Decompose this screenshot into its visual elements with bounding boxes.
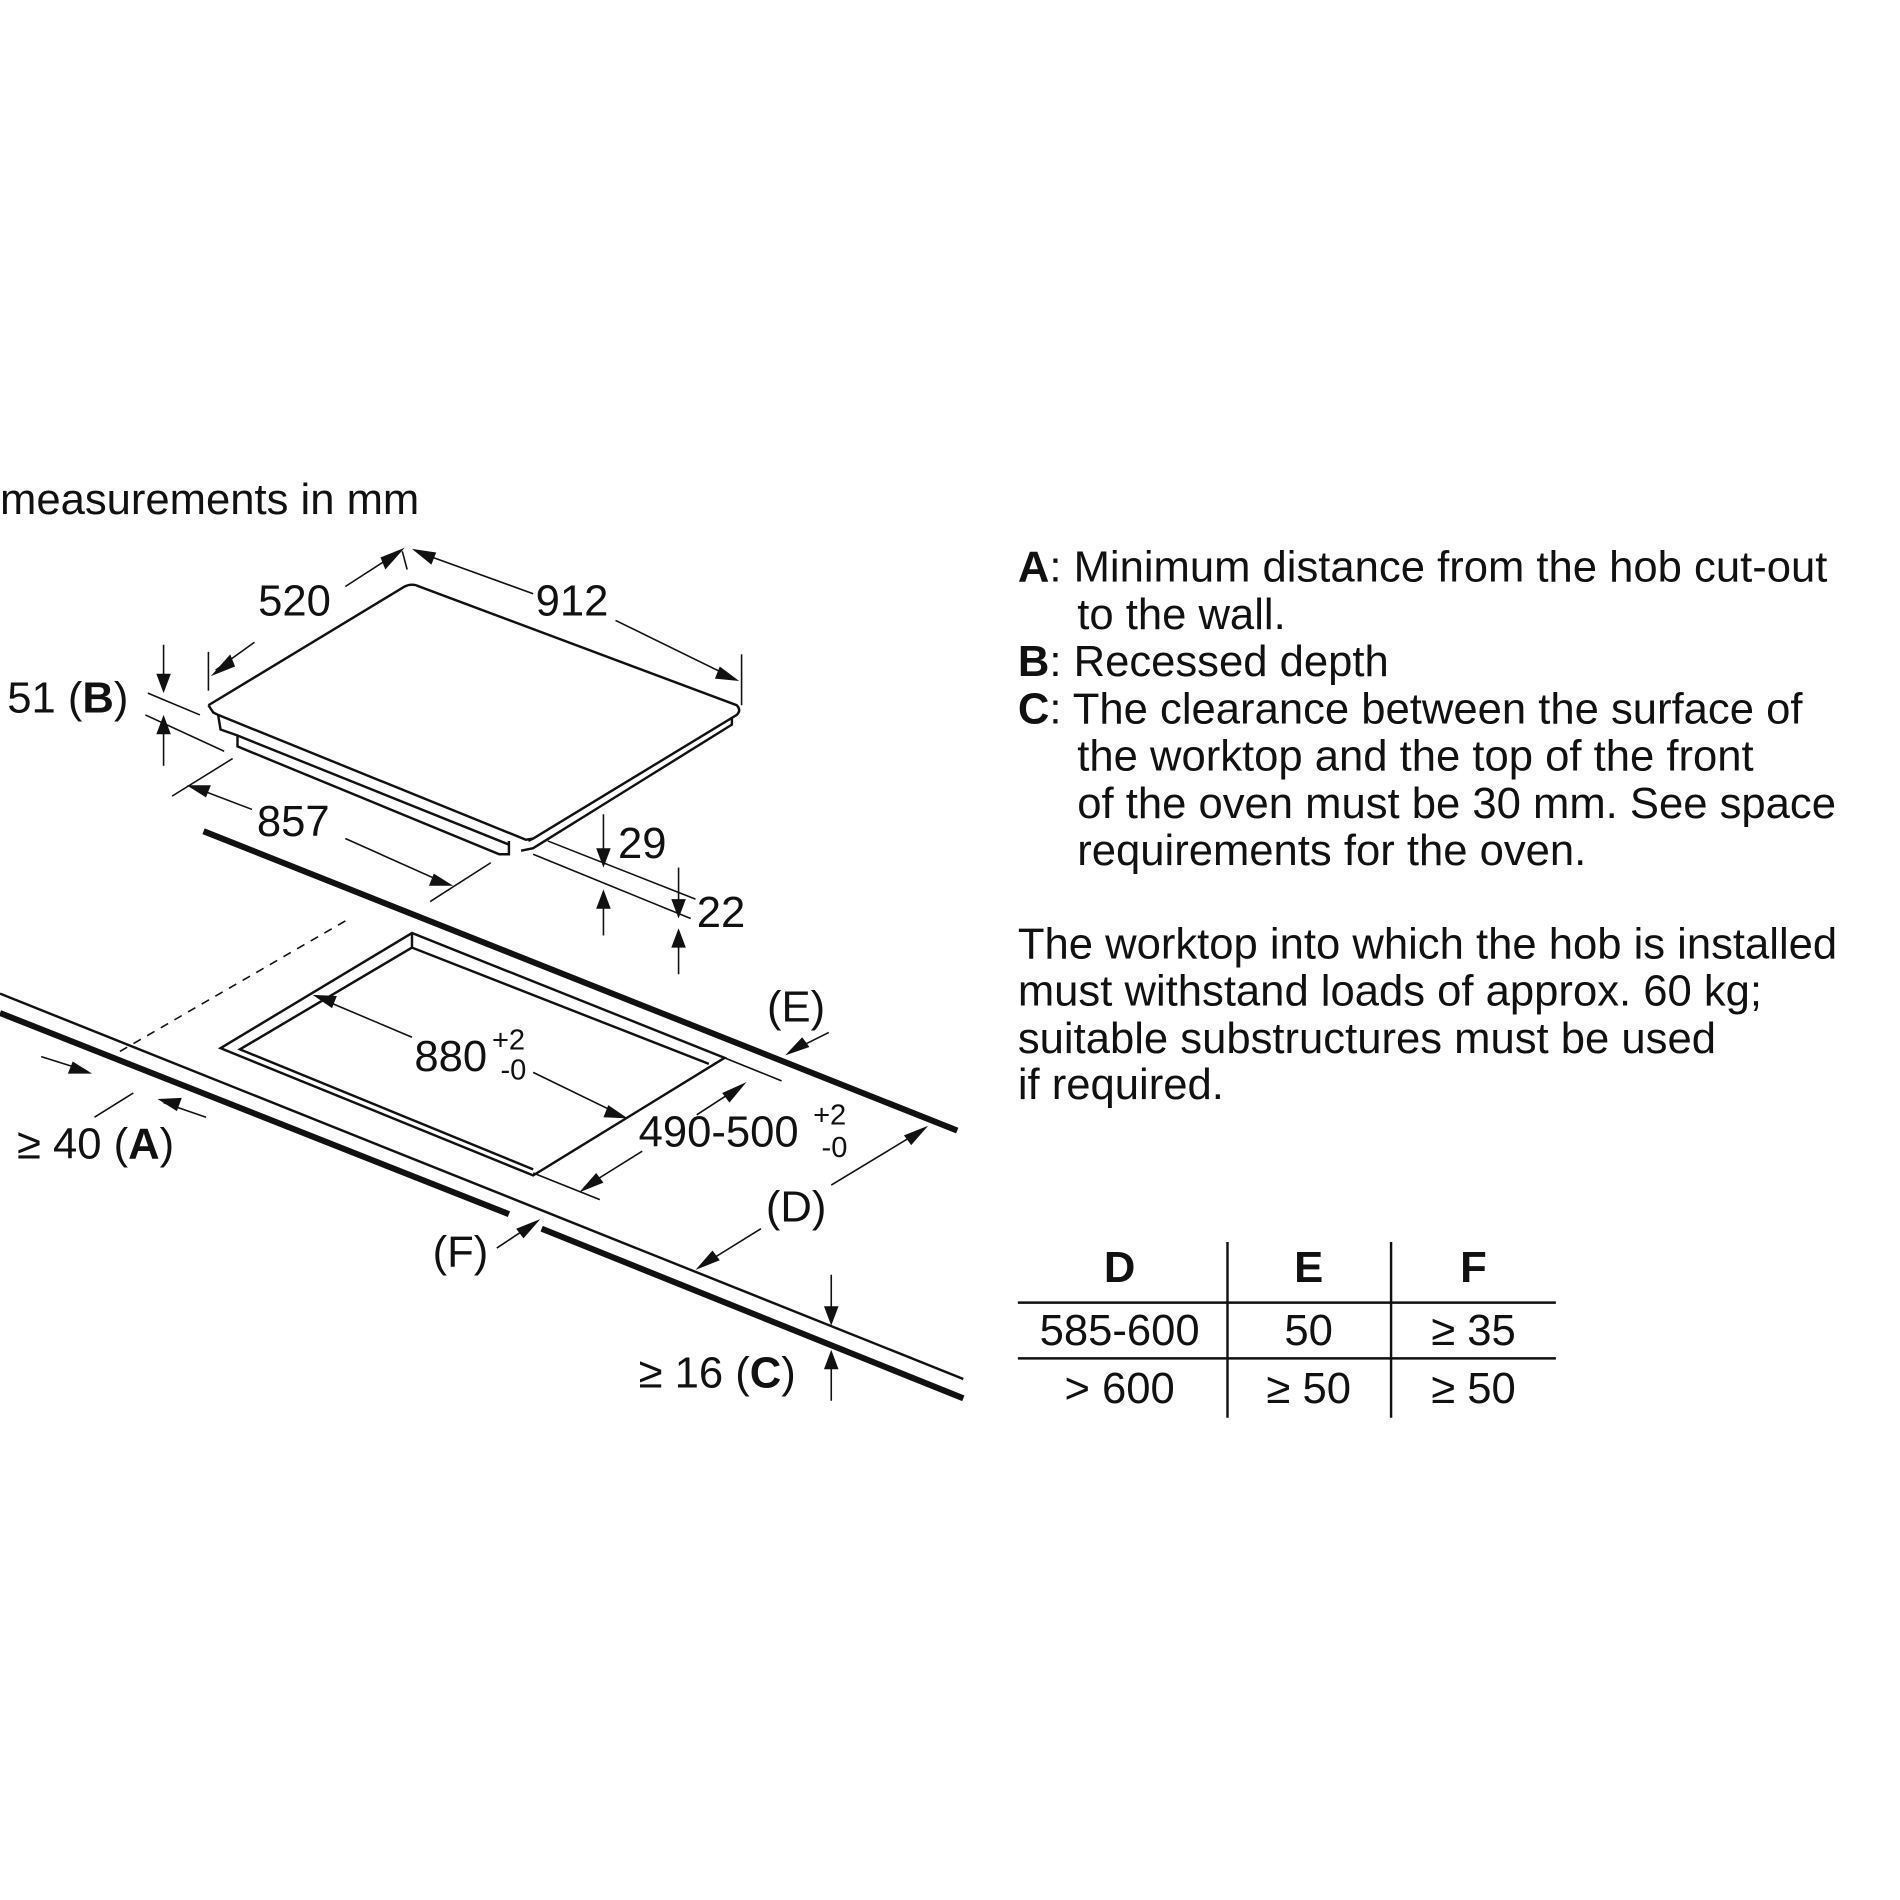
tol-minus-1: -0 xyxy=(500,1055,526,1087)
table-header-f: F xyxy=(1460,1244,1487,1292)
clearance-table: D E F 585-600 50 ≥ 35 > 600 ≥ 50 ≥ 50 xyxy=(1017,1242,1556,1418)
dim-wall-min: ≥ 40 (A) xyxy=(17,1120,174,1168)
label-e: (E) xyxy=(767,983,825,1031)
table-cell: > 600 xyxy=(1064,1365,1174,1413)
svg-text:if required.: if required. xyxy=(1018,1061,1224,1109)
table-cell: ≥ 50 xyxy=(1266,1365,1351,1413)
legend-b: B: Recessed depth xyxy=(1018,638,1389,686)
hob-top-surface xyxy=(207,583,741,843)
legend: A: Minimum distance from the hob cut-out… xyxy=(1018,544,1836,876)
worktop-front-edge-right xyxy=(540,1225,965,1402)
tol-plus-2: +2 xyxy=(813,1099,846,1131)
table-cell: 50 xyxy=(1284,1307,1333,1355)
table-header-d: D xyxy=(1104,1244,1136,1292)
table-header-e: E xyxy=(1294,1244,1323,1292)
legend-c: C: The clearance between the surface of xyxy=(1018,685,1804,733)
legend-c-line3: of the oven must be 30 mm. See space xyxy=(1077,780,1836,828)
hob-drawing xyxy=(207,583,741,856)
dim-recess: 51 (B) xyxy=(7,675,128,723)
dim-clearance-min: ≥ 16 (C) xyxy=(639,1349,796,1397)
label-f: (F) xyxy=(433,1228,489,1276)
dim-cutout-depth: 490-500 xyxy=(639,1108,799,1156)
legend-c-line4: requirements for the oven. xyxy=(1077,827,1586,875)
dim-inner-width: 857 xyxy=(257,798,330,846)
dim-depth: 520 xyxy=(258,578,331,626)
worktop-drawing xyxy=(0,828,965,1402)
worktop-front-top-edge xyxy=(0,992,964,1381)
hob-body xyxy=(216,714,511,856)
load-note: The worktop into which the hob is instal… xyxy=(1018,920,1837,1109)
tol-minus-2: -0 xyxy=(822,1132,848,1164)
svg-text:must withstand loads of approx: must withstand loads of approx. 60 kg; xyxy=(1018,968,1762,1016)
dim-cutout-width: 880 xyxy=(414,1033,487,1081)
dimension-lines xyxy=(145,547,743,975)
units-label: measurements in mm xyxy=(0,476,419,524)
dim-height-29: 29 xyxy=(618,820,667,868)
svg-text:suitable substructures must be: suitable substructures must be used xyxy=(1018,1015,1716,1063)
table-cell: 585-600 xyxy=(1040,1307,1200,1355)
dim-width: 912 xyxy=(536,578,609,626)
worktop-back-edge xyxy=(202,828,959,1134)
tol-plus-1: +2 xyxy=(492,1024,525,1056)
worktop-front-edge-left xyxy=(0,1010,511,1217)
label-d: (D) xyxy=(766,1183,827,1231)
legend-a: A: Minimum distance from the hob cut-out xyxy=(1018,544,1828,592)
legend-c-line2: the worktop and the top of the front xyxy=(1077,733,1753,781)
hob-side xyxy=(520,717,734,852)
legend-a-line2: to the wall. xyxy=(1077,591,1285,639)
dim-height-22: 22 xyxy=(697,889,746,937)
svg-text:The worktop into which the hob: The worktop into which the hob is instal… xyxy=(1018,920,1837,968)
table-cell: ≥ 50 xyxy=(1431,1365,1516,1413)
table-cell: ≥ 35 xyxy=(1431,1307,1516,1355)
